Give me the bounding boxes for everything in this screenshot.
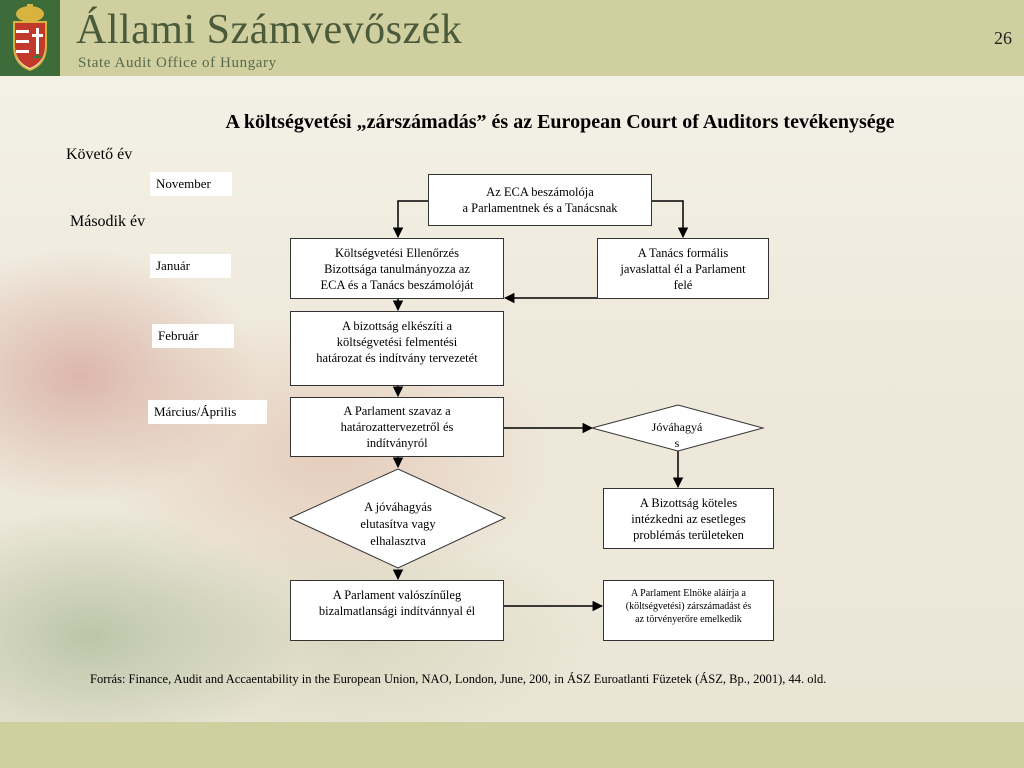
period-label-following-year: Követő év	[66, 146, 133, 163]
month-label-march-april: Március/Április	[148, 400, 267, 424]
arrow-eca-to-committee	[392, 200, 428, 239]
hungarian-coat-of-arms-icon	[13, 4, 47, 72]
source-citation: Forrás: Finance, Audit and Accaentabilit…	[90, 672, 827, 686]
page-number: 26	[994, 28, 1012, 48]
brand-title: Állami Számvevőszék	[76, 7, 463, 53]
footer-band	[0, 722, 1024, 768]
header-band: Állami Számvevőszék State Audit Office o…	[0, 0, 1024, 76]
month-label-november: November	[150, 172, 232, 196]
rejected-diamond	[288, 468, 507, 569]
slide-title: A költségvetési „zárszámadás” és az Euro…	[225, 111, 895, 133]
month-label-february: Február	[152, 324, 234, 348]
crest-panel	[0, 0, 60, 76]
president-signs-box: A Parlament Elnöke aláírja a(költségveté…	[603, 580, 774, 641]
approval-diamond	[590, 404, 765, 452]
arrow-eca-to-council	[651, 200, 689, 239]
period-label-second-year: Második év	[70, 213, 146, 230]
brand-subtitle: State Audit Office of Hungary	[78, 55, 277, 71]
month-label-january: Január	[150, 254, 231, 278]
